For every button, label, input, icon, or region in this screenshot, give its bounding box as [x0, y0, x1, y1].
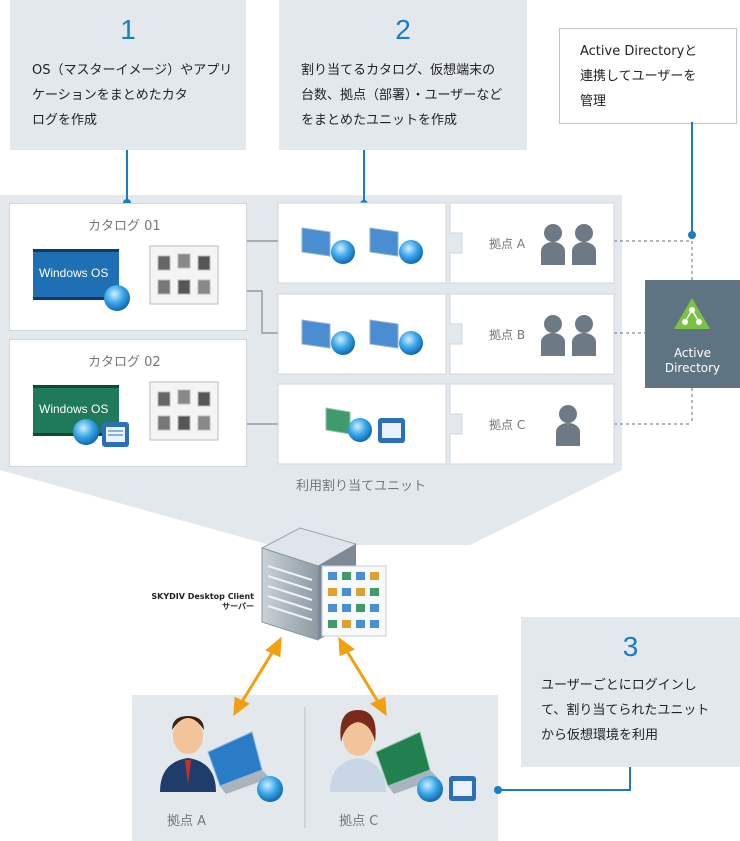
server-label: SKYDIV Desktop Client サーバー	[140, 592, 254, 612]
image-cube-icon	[149, 245, 219, 441]
step-3-line: ユーザーごとにログインし	[541, 678, 697, 693]
app-window-icon	[102, 422, 129, 447]
step-2-line: をまとめたユニットを作成	[301, 113, 458, 128]
unit-site-label: 拠点 A	[489, 237, 526, 251]
step-2-number: 2	[395, 14, 411, 45]
step-3-line: て、割り当てられたユニット	[541, 703, 710, 718]
female-user-with-laptop-icon	[330, 710, 476, 802]
globe-icon	[73, 419, 99, 445]
os-label: Windows OS	[39, 402, 109, 416]
server-label-line: SKYDIV Desktop Client	[151, 592, 254, 601]
step-1-line: ログを作成	[32, 113, 98, 128]
windows-os-screen: Windows OS	[33, 249, 119, 300]
step-1-text: OS（マスターイメージ）やアプリ ケーションをまとめたカタ ログを作成	[32, 58, 246, 133]
step-2-box: 2 割り当てるカタログ、仮想端末の 台数、拠点（部署）・ユーザーなど をまとめた…	[279, 0, 527, 150]
step-3-number: 3	[622, 631, 639, 662]
ad-note-line: 連携してユーザーを	[580, 69, 697, 84]
ad-note-line: Active Directoryと	[580, 44, 698, 59]
step-1-number: 1	[120, 14, 136, 45]
globe-icon	[104, 285, 130, 311]
active-directory-icon	[674, 298, 710, 329]
bottom-site-label: 拠点 A	[167, 814, 207, 829]
step-1-line: OS（マスターイメージ）やアプリ	[32, 63, 233, 78]
catalog-title: カタログ 02	[88, 355, 161, 370]
virtual-desktop-icon	[301, 227, 423, 264]
unit-site-label: 拠点 C	[489, 418, 526, 432]
virtual-desktop-icon	[301, 319, 423, 355]
male-user-with-laptop-icon	[160, 716, 283, 802]
ad-label-line: Active	[673, 346, 712, 360]
ad-label: Active Directory	[645, 346, 740, 376]
ad-note-text: Active Directoryと 連携してユーザーを 管理	[580, 39, 736, 114]
virtual-desktop-icon	[325, 407, 405, 443]
bottom-site-label: 拠点 C	[339, 814, 379, 829]
active-directory-box: Active Directory	[645, 280, 740, 388]
ad-label-line: Directory	[664, 361, 721, 375]
step-3-text: ユーザーごとにログインし て、割り当てられたユニット から仮想環境を利用	[541, 673, 740, 748]
step-3-box: 3 ユーザーごとにログインし て、割り当てられたユニット から仮想環境を利用	[521, 617, 740, 767]
server-icon	[260, 527, 387, 641]
step-3-line: から仮想環境を利用	[541, 728, 659, 743]
ad-note-line: 管理	[580, 94, 607, 109]
step-2-line: 台数、拠点（部署）・ユーザーなど	[301, 88, 503, 103]
unit-caption: 利用割り当てユニット	[296, 479, 427, 494]
step-2-text: 割り当てるカタログ、仮想端末の 台数、拠点（部署）・ユーザーなど をまとめたユニ…	[301, 58, 527, 133]
ad-note-box: Active Directoryと 連携してユーザーを 管理	[559, 28, 737, 124]
step-1-box: 1 OS（マスターイメージ）やアプリ ケーションをまとめたカタ ログを作成	[10, 0, 246, 150]
server-label-line: サーバー	[222, 602, 254, 611]
user-icon	[541, 224, 596, 446]
catalog-title: カタログ 01	[88, 219, 161, 234]
step-1-line: ケーションをまとめたカタ	[32, 88, 188, 103]
os-label: Windows OS	[39, 266, 109, 280]
step-2-line: 割り当てるカタログ、仮想端末の	[301, 63, 496, 78]
unit-site-label: 拠点 B	[489, 328, 526, 342]
